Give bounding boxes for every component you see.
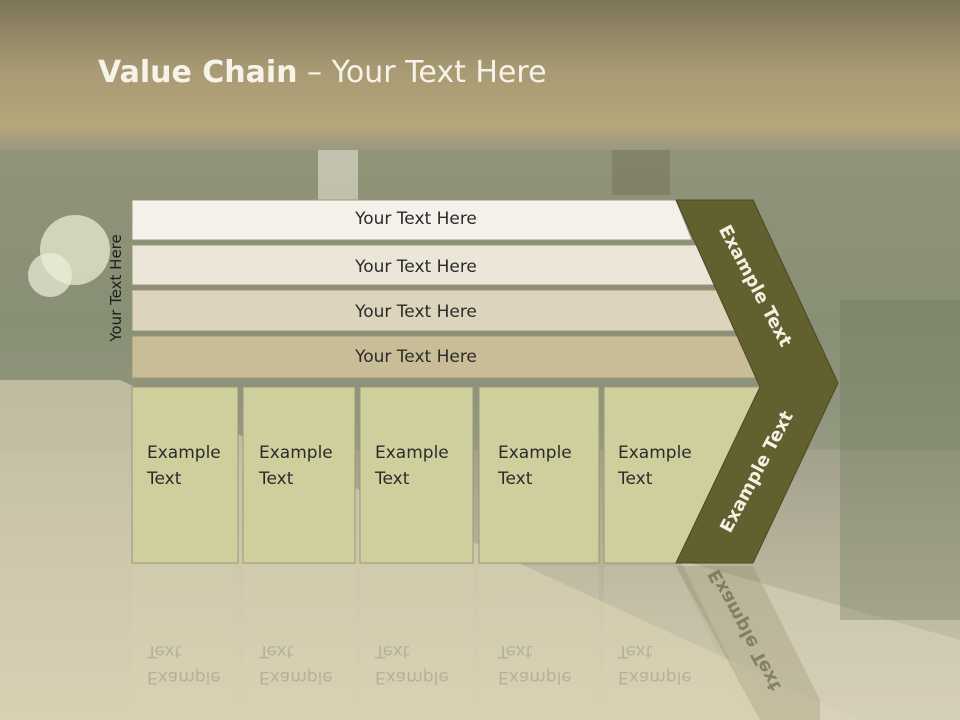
- reflection-box-1: [132, 566, 238, 720]
- primary-box-1-line2: Text: [147, 469, 182, 489]
- house-window-right: [612, 150, 670, 195]
- reflection-label-2: Example Text: [259, 638, 359, 690]
- primary-box-1-line1: Example: [147, 443, 221, 463]
- primary-box-5-line2: Text: [618, 469, 653, 489]
- reflection-label-3: Example Text: [375, 638, 475, 690]
- primary-box-1-label: Example Text: [147, 440, 247, 492]
- primary-box-2-line2: Text: [259, 469, 294, 489]
- title-bold: Value Chain: [98, 55, 298, 90]
- support-row-3-label: Your Text Here: [355, 302, 477, 322]
- reflection-label-4: Example Text: [498, 638, 598, 690]
- primary-box-3[interactable]: [359, 386, 474, 564]
- reflection-label-4-line1: Example: [498, 667, 572, 687]
- reflection-label-5: Example Text: [618, 638, 718, 690]
- primary-box-4-label: Example Text: [498, 440, 598, 492]
- primary-box-2[interactable]: [242, 386, 356, 564]
- primary-box-2-line1: Example: [259, 443, 333, 463]
- reflection-label-1-line2: Text: [147, 641, 182, 661]
- reflection-chevron: [676, 566, 820, 720]
- reflection-label-1-line1: Example: [147, 667, 221, 687]
- flower-cluster-small: [28, 253, 72, 297]
- support-row-4-label: Your Text Here: [355, 347, 477, 367]
- reflection-label-3-line1: Example: [375, 667, 449, 687]
- house-window: [318, 150, 358, 200]
- reflection-box-2: [243, 566, 355, 720]
- primary-box-5-line1: Example: [618, 443, 692, 463]
- slide-title: Value Chain – Your Text Here: [98, 55, 547, 90]
- primary-box-3-line2: Text: [375, 469, 410, 489]
- reflection-box-5: [604, 566, 740, 720]
- reflection-label-4-line2: Text: [498, 641, 533, 661]
- primary-box-3-line1: Example: [375, 443, 449, 463]
- reflection-label-3-line2: Text: [375, 641, 410, 661]
- primary-box-4-line2: Text: [498, 469, 533, 489]
- reflection-label-5-line1: Example: [618, 667, 692, 687]
- primary-box-4-line1: Example: [498, 443, 572, 463]
- primary-box-4[interactable]: [478, 386, 600, 564]
- support-row-2-label: Your Text Here: [355, 257, 477, 277]
- right-foliage: [840, 300, 960, 620]
- stone-wall: [680, 560, 960, 720]
- margin-chevron[interactable]: [675, 199, 839, 564]
- reflection-label-1: Example Text: [147, 638, 247, 690]
- primary-box-2-label: Example Text: [259, 440, 359, 492]
- reflection: [132, 566, 820, 720]
- primary-box-3-label: Example Text: [375, 440, 475, 492]
- reflection-label-2-line1: Example: [259, 667, 333, 687]
- reflection-label-2-line2: Text: [259, 641, 294, 661]
- reflection-box-4: [479, 566, 599, 720]
- support-row-1-label: Your Text Here: [355, 209, 477, 229]
- title-rest: – Your Text Here: [297, 55, 547, 90]
- primary-box-1[interactable]: [131, 386, 239, 564]
- reflection-label-5-line2: Text: [618, 641, 653, 661]
- primary-box-5-label: Example Text: [618, 440, 718, 492]
- reflection-box-3: [360, 566, 473, 720]
- support-row-1[interactable]: [131, 199, 693, 241]
